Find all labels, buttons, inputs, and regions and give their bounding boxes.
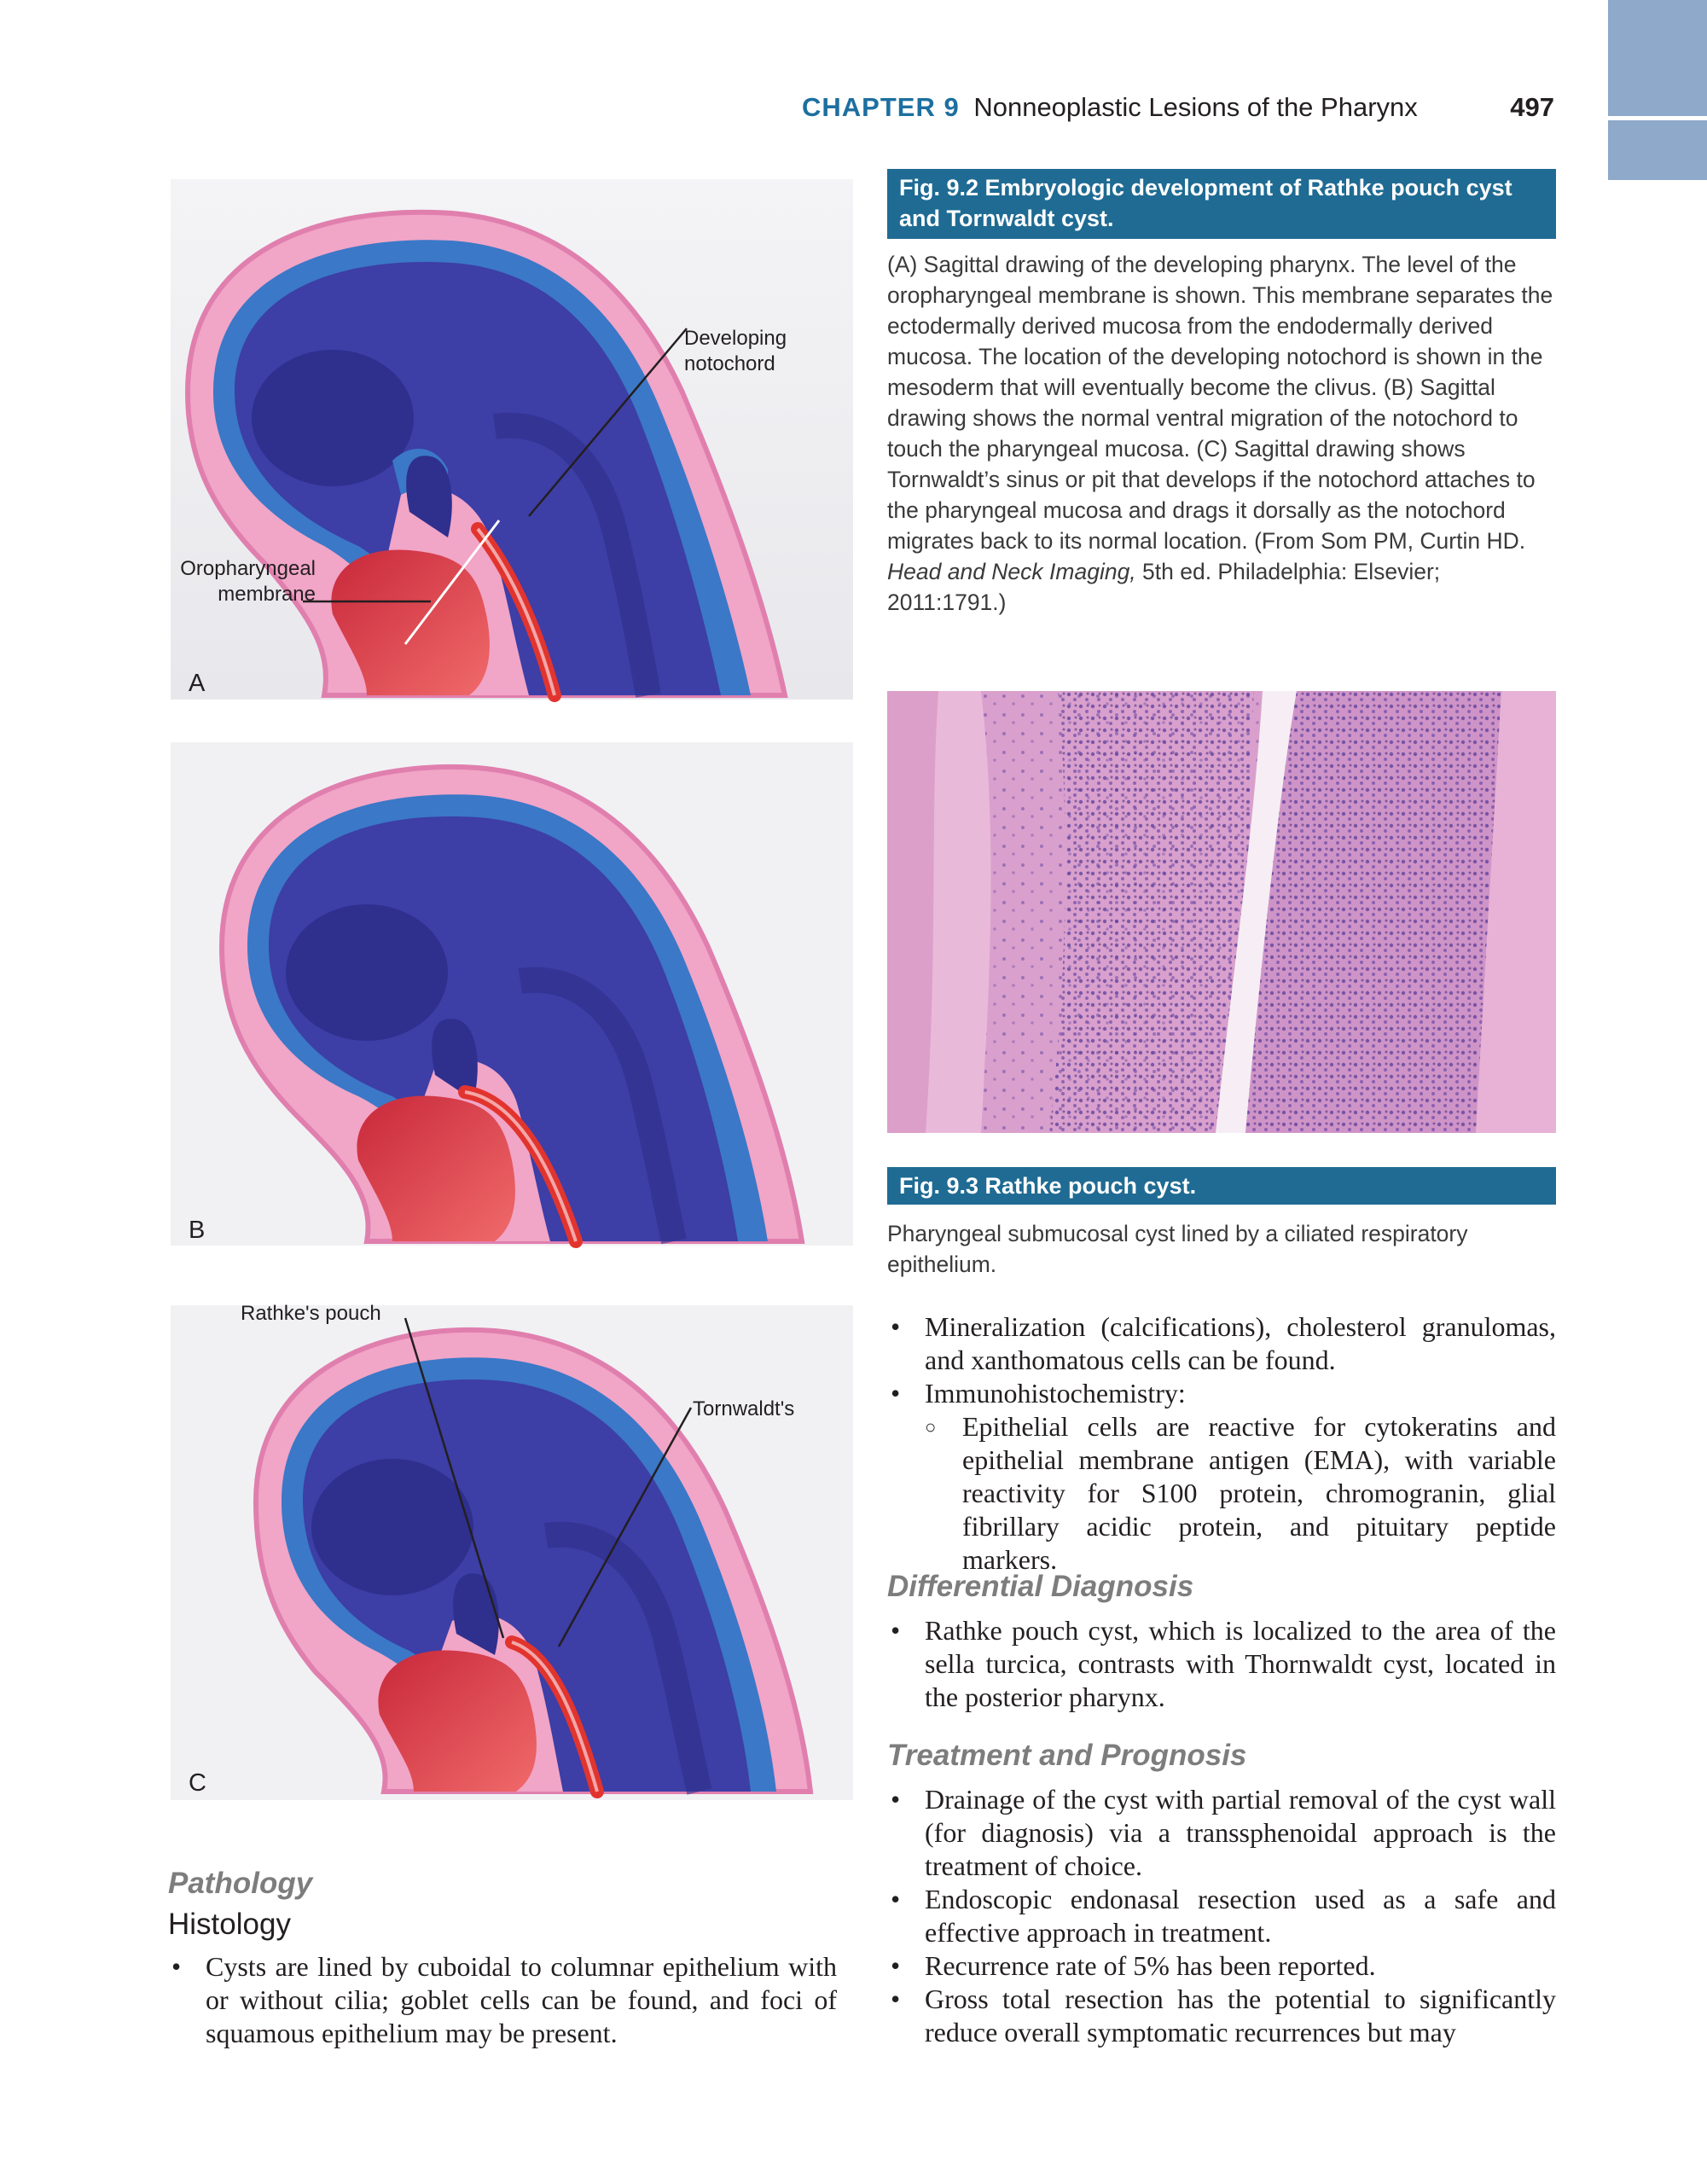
heading-differential-diagnosis: Differential Diagnosis: [887, 1570, 1194, 1603]
bullet-recurrence: Recurrence rate of 5% has been reported.: [887, 1949, 1556, 1983]
fig-9-2-title: Fig. 9.2 Embryologic development of Rath…: [887, 169, 1556, 239]
label-developing-notochord: Developing notochord: [684, 326, 787, 377]
label-oropharyngeal-membrane: Oropharyngeal membrane: [166, 556, 316, 607]
label-oro-line1: Oropharyngeal: [180, 557, 316, 580]
treatment-bullets: Drainage of the cyst with partial remova…: [887, 1783, 1556, 2049]
panel-label-c: C: [189, 1769, 206, 1797]
heading-treatment-prognosis: Treatment and Prognosis: [887, 1739, 1247, 1772]
bullet-differential: Rathke pouch cyst, which is localized to…: [887, 1614, 1556, 1714]
sub-bullet-epithelial: Epithelial cells are reactive for cytoke…: [925, 1410, 1556, 1577]
bullet-mineralization: Mineralization (calcifications), cholest…: [887, 1310, 1556, 1377]
right-bullets: Mineralization (calcifications), cholest…: [887, 1310, 1556, 1577]
embryo-diagram-b: [171, 742, 853, 1248]
label-tornwaldts: Tornwaldt's: [693, 1397, 795, 1420]
bullet-gross-resection: Gross total resection has the potential …: [887, 1983, 1556, 2049]
fig-9-3-title: Fig. 9.3 Rathke pouch cyst.: [887, 1167, 1556, 1205]
page-number: 497: [1510, 92, 1554, 122]
panel-label-a: A: [189, 670, 206, 697]
edge-tab-lower: [1608, 120, 1707, 180]
fig-9-2-caption: (A) Sagittal drawing of the developing p…: [887, 249, 1556, 618]
label-notochord-line1: Developing: [684, 327, 787, 350]
bullet-immunohistochemistry: Immunohistochemistry: Epithelial cells a…: [887, 1377, 1556, 1577]
panel-label-b: B: [189, 1217, 206, 1244]
bullet-cysts-lined: Cysts are lined by cuboidal to columnar …: [168, 1950, 837, 2050]
bullet-immunohistochemistry-label: Immunohistochemistry:: [925, 1378, 1186, 1409]
heading-histology: Histology: [168, 1908, 291, 1941]
heading-pathology: Pathology: [168, 1867, 313, 1900]
immuno-sub-list: Epithelial cells are reactive for cytoke…: [925, 1410, 1556, 1577]
edge-tab-upper: [1608, 0, 1707, 116]
histology-micrograph: [887, 691, 1556, 1133]
running-header: CHAPTER 9 Nonneoplastic Lesions of the P…: [802, 92, 1554, 130]
histology-bullets: Cysts are lined by cuboidal to columnar …: [168, 1950, 837, 2050]
label-notochord-line2: notochord: [684, 352, 775, 375]
differential-bullets: Rathke pouch cyst, which is localized to…: [887, 1614, 1556, 1714]
embryo-diagram-c: [171, 1305, 853, 1800]
fig-9-2-caption-main: (A) Sagittal drawing of the developing p…: [887, 252, 1553, 554]
bullet-drainage: Drainage of the cyst with partial remova…: [887, 1783, 1556, 1883]
label-oro-line2: membrane: [218, 583, 316, 606]
bullet-endoscopic: Endoscopic endonasal resection used as a…: [887, 1883, 1556, 1949]
embryo-diagram-a: [171, 179, 853, 702]
label-rathkes-pouch: Rathke's pouch: [241, 1302, 381, 1325]
fig-9-2-caption-italic: Head and Neck Imaging,: [887, 559, 1136, 584]
chapter-label: CHAPTER 9: [802, 92, 960, 122]
fig-9-2-caption-end: 5th ed. Philadelphia: Elsevier; 2011:179…: [887, 559, 1441, 615]
chapter-title: Nonneoplastic Lesions of the Pharynx: [973, 92, 1418, 122]
fig-9-3-caption: Pharyngeal submucosal cyst lined by a ci…: [887, 1221, 1468, 1277]
